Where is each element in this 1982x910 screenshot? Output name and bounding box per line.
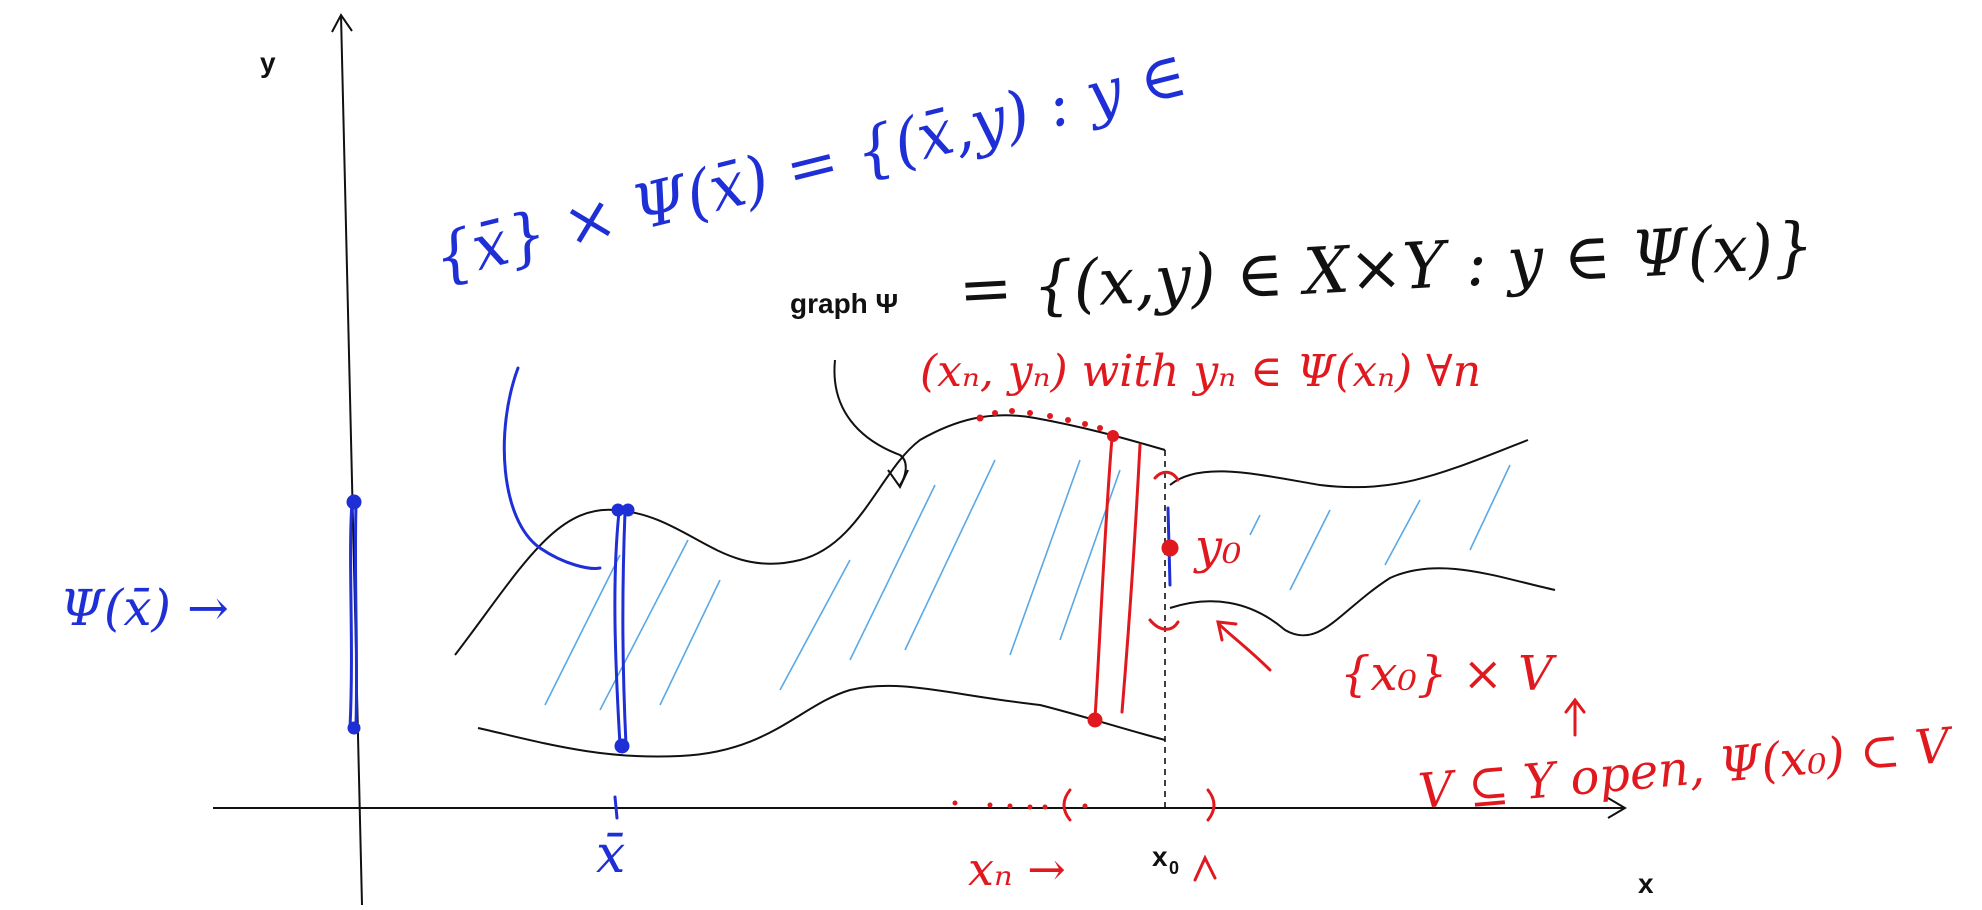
red-segment-2 bbox=[1120, 443, 1142, 714]
y-axis-line bbox=[340, 14, 363, 906]
graph-psi-label: graph Ψ bbox=[790, 288, 898, 319]
lower-boundary-right bbox=[1169, 567, 1556, 637]
y-axis-label: y bbox=[260, 47, 276, 78]
sequence-points-upper bbox=[976, 408, 1119, 442]
upper-boundary-right bbox=[1169, 439, 1529, 489]
red-ink bbox=[952, 408, 1586, 882]
blue-ink bbox=[346, 366, 1172, 820]
sequence-text: (xₙ, yₙ) with yₙ ∈ Ψ(xₙ) ∀n bbox=[920, 346, 1481, 397]
x0-times-v-label: {x₀} × V bbox=[1340, 646, 1557, 702]
red-segment-1 bbox=[1093, 436, 1114, 720]
open-set-bracket-top bbox=[1153, 470, 1180, 482]
y0-label: y₀ bbox=[1193, 519, 1241, 575]
axes bbox=[213, 13, 1627, 906]
xbar-tick-label: x̄ bbox=[596, 825, 625, 885]
svg-text:0: 0 bbox=[1169, 858, 1179, 878]
graph-pointer-arrow bbox=[833, 359, 909, 489]
v-open-condition: V ⊆ Y open, Ψ(x₀) ⊂ V bbox=[1416, 717, 1956, 820]
xbar-vertical-segment bbox=[613, 510, 628, 747]
x0-tick-label: x 0 bbox=[1152, 841, 1179, 878]
xn-arrow-label: xₙ → bbox=[968, 842, 1066, 896]
upper-boundary-left bbox=[454, 414, 1166, 656]
neighborhood-interval bbox=[1062, 788, 1216, 822]
psi-xbar-label: Ψ(x̄) → bbox=[60, 579, 229, 637]
graph-region-hatching bbox=[544, 459, 1511, 711]
open-set-bracket-bottom bbox=[1148, 618, 1180, 631]
graph-definition-text: = {(x,y) ∈ X×Y : y ∈ Ψ(x)} bbox=[957, 209, 1816, 328]
svg-text:x: x bbox=[1152, 841, 1168, 872]
x-axis-arrowhead bbox=[1607, 797, 1627, 819]
y0-point bbox=[1161, 539, 1179, 557]
psi-xbar-fiber-on-y-axis bbox=[348, 500, 359, 730]
lower-boundary-left bbox=[477, 684, 1166, 758]
sequence-points-axis bbox=[952, 800, 1088, 810]
x-axis-label: x bbox=[1638, 868, 1654, 899]
graph-boundary-curves bbox=[454, 414, 1556, 758]
fiber-pointer-curve bbox=[502, 366, 602, 570]
x0-times-v-arrow bbox=[1218, 623, 1272, 672]
y-axis-arrowhead bbox=[331, 13, 353, 33]
